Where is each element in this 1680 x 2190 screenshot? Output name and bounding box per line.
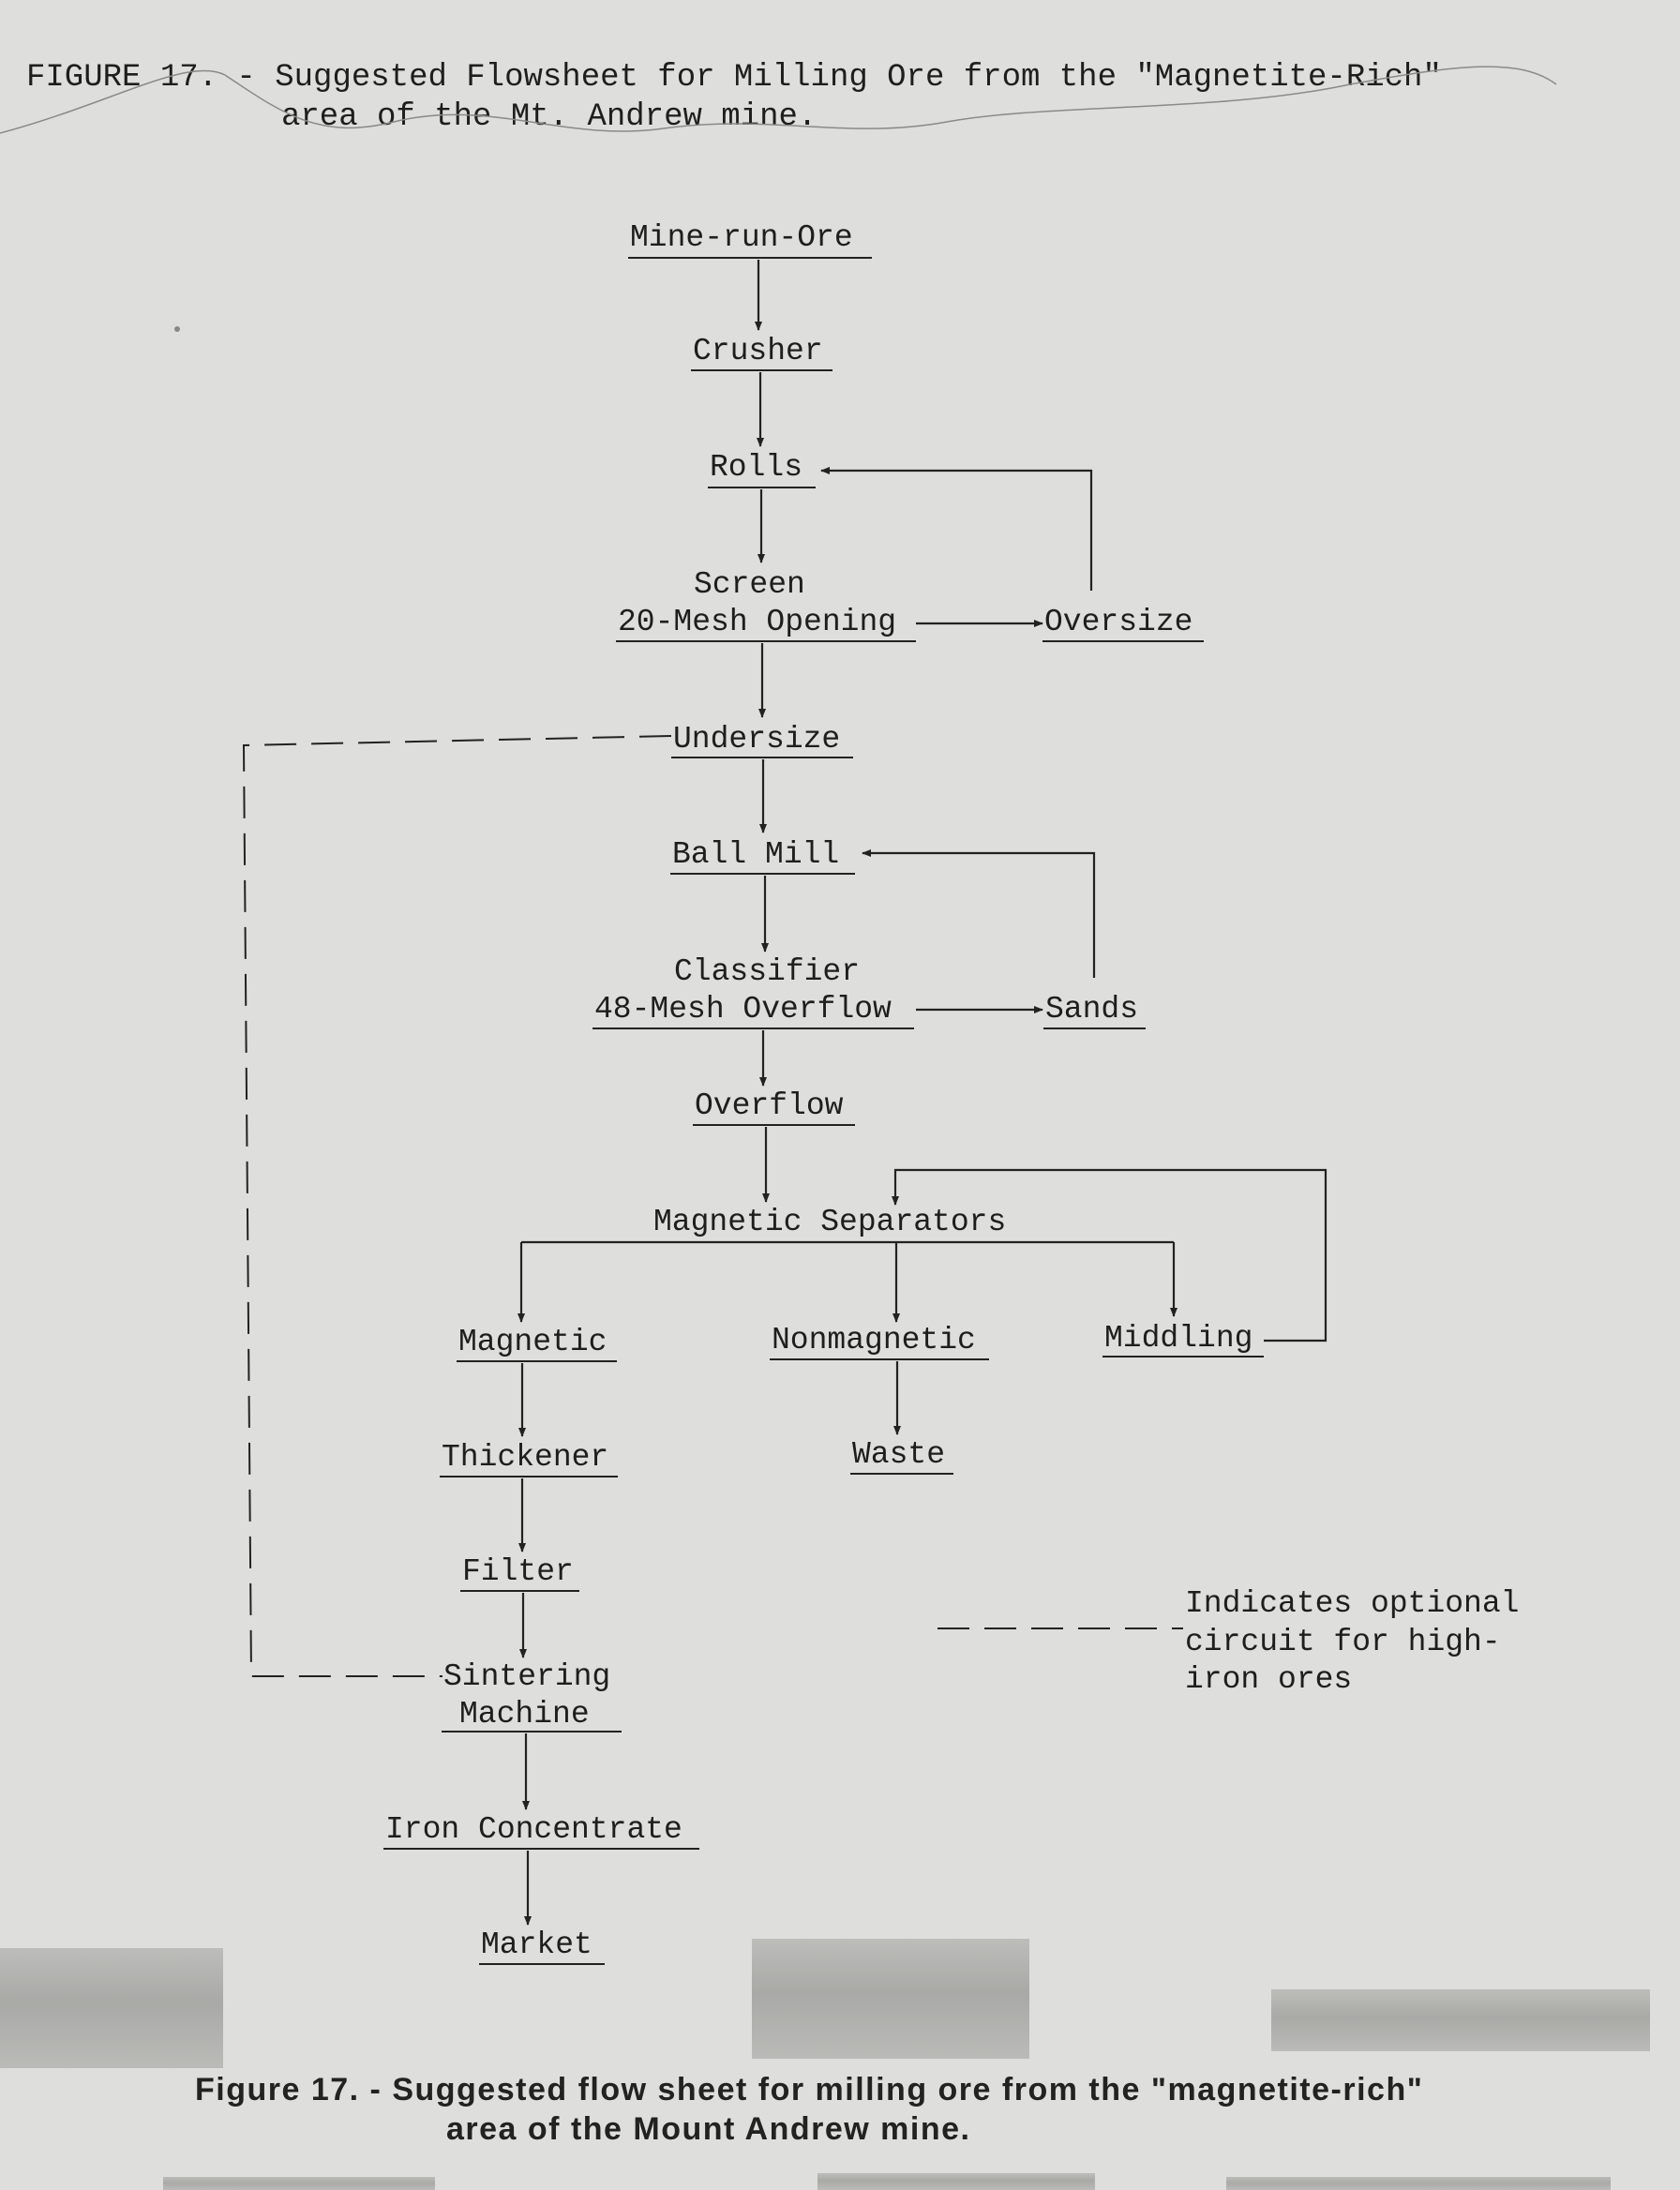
node-middling: Middling <box>1104 1321 1252 1356</box>
tape-left <box>0 1948 223 2068</box>
figure-title: FIGURE 17. - Suggested Flowsheet for Mil… <box>26 58 1442 137</box>
node-sintering: Sintering <box>443 1659 610 1694</box>
tape-bottom-left <box>163 2177 435 2190</box>
arrow-sands-to-ball-mill <box>862 849 1096 978</box>
node-nonmagnetic: Nonmagnetic <box>772 1323 976 1358</box>
caption-line-2: area of the Mount Andrew mine. <box>446 2111 971 2147</box>
tape-bottom-center <box>818 2173 1095 2190</box>
legend-text-line-3: iron ores <box>1185 1662 1352 1697</box>
tape-center <box>752 1939 1029 2059</box>
node-rolls: Rolls <box>710 450 802 485</box>
node-waste: Waste <box>852 1437 945 1472</box>
title-wave-decoration <box>0 66 1557 134</box>
node-undersize: Undersize <box>673 722 840 757</box>
node-crusher: Crusher <box>693 334 823 368</box>
node-classifier-overflow: 48-Mesh Overflow <box>594 992 892 1027</box>
arrow-middling-return <box>892 1168 1328 1342</box>
node-labels: Mine-run-Ore Crusher Rolls Screen 20-Mes… <box>383 220 1519 1965</box>
node-screen-opening: 20-Mesh Opening <box>618 605 896 639</box>
caption-line-1: Figure 17. - Suggested flow sheet for mi… <box>195 2072 1424 2108</box>
node-magnetic-separators: Magnetic Separators <box>653 1205 1006 1239</box>
arrow-oversize-to-rolls <box>820 467 1093 591</box>
legend-text-line-2: circuit for high- <box>1185 1625 1501 1659</box>
node-thickener: Thickener <box>442 1440 608 1475</box>
tape-bottom-right <box>1226 2177 1611 2190</box>
node-market: Market <box>481 1928 592 1962</box>
optional-circuit-dashed <box>242 735 1183 1677</box>
node-ball-mill: Ball Mill <box>672 837 839 872</box>
figure-title-line-1: FIGURE 17. - Suggested Flowsheet for Mil… <box>26 60 1442 96</box>
node-sands: Sands <box>1045 992 1138 1027</box>
figure-title-line-2: area of the Mt. Andrew mine. <box>281 99 818 135</box>
node-filter: Filter <box>462 1554 574 1589</box>
node-magnetic: Magnetic <box>458 1325 607 1359</box>
legend-text-line-1: Indicates optional <box>1185 1586 1519 1621</box>
dashed-optional-bypass <box>242 735 672 1677</box>
node-oversize: Oversize <box>1044 605 1192 639</box>
node-overflow: Overflow <box>695 1088 844 1123</box>
node-screen: Screen <box>694 567 805 602</box>
node-classifier: Classifier <box>674 954 860 989</box>
node-machine: Machine <box>459 1697 590 1732</box>
specks <box>174 326 180 332</box>
node-mine-run-ore: Mine-run-Ore <box>630 220 853 255</box>
figure-caption: Figure 17. - Suggested flow sheet for mi… <box>195 2070 1423 2149</box>
node-iron-concentrate: Iron Concentrate <box>385 1812 682 1847</box>
flow-arrows <box>518 260 1328 1926</box>
tape-right <box>1271 1989 1650 2051</box>
